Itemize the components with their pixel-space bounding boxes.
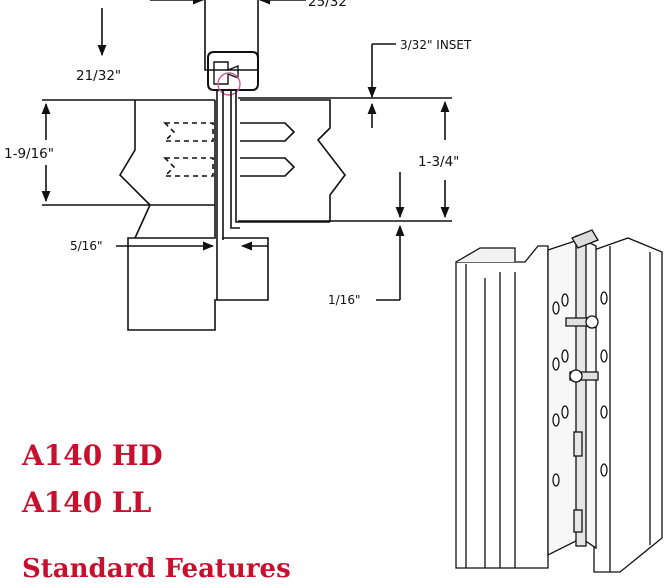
model-hd: A140 HD (22, 439, 163, 472)
dim-top-width: 25/32 (308, 0, 347, 10)
dim-bottom-gap: 1/16" (328, 293, 360, 307)
dim-leaf-left: 1-9/16" (4, 146, 54, 162)
dim-leaf-right: 1-3/4" (418, 154, 459, 170)
right-door-block (593, 237, 663, 573)
hinge-3d-render (455, 229, 663, 573)
hinge-leaf-left (547, 239, 579, 557)
hinge-knuckle (207, 51, 259, 91)
section-heading: Standard Features (22, 554, 291, 584)
top-channel (204, 0, 259, 71)
dim-gap-top: 21/32" (76, 68, 121, 84)
cross-section-drawing (41, 0, 452, 331)
dim-inset: 3/32" INSET (400, 38, 472, 52)
dimension-labels: 25/32 3/32" INSET 21/32" 1-9/16" 1-3/4" … (4, 0, 472, 307)
hinge-pin (575, 235, 587, 547)
model-ll: A140 LL (22, 486, 152, 519)
left-door-block (455, 245, 549, 569)
dim-offset: 5/16" (70, 239, 102, 253)
